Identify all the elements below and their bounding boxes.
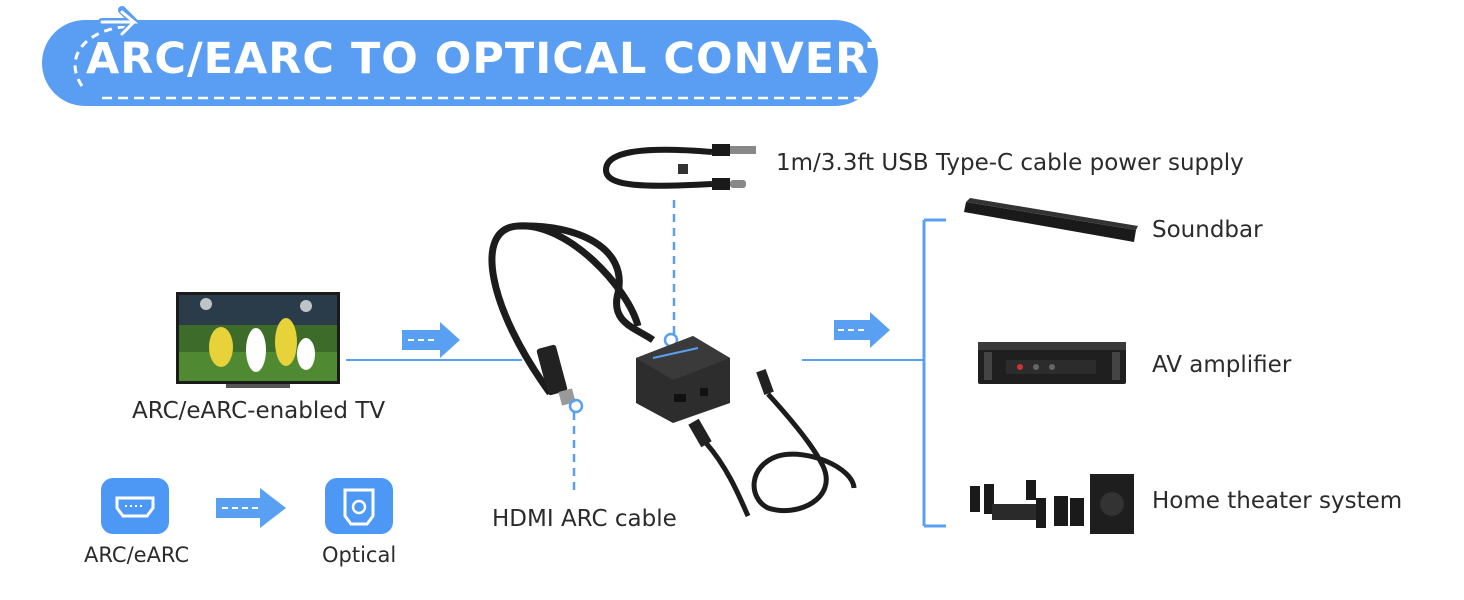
usb-cable-image (600, 140, 766, 204)
tv-label: ARC/eARC-enabled TV (132, 398, 386, 424)
home-theater-label: Home theater system (1152, 488, 1403, 514)
converter-device-image (478, 198, 864, 538)
usb-label: 1m/3.3ft USB Type-C cable power supply (776, 150, 1244, 176)
tv-arrow-connector (346, 322, 522, 361)
title-banner (42, 20, 878, 106)
soundbar-image (964, 198, 1138, 242)
page-title: ARC/EARC TO OPTICAL CONVERTER (86, 34, 963, 84)
output-connector (802, 218, 946, 528)
soundbar-label: Soundbar (1152, 217, 1263, 243)
legend-to-label: Optical (322, 543, 397, 567)
legend-from-label: ARC/eARC (84, 543, 190, 567)
hdmi-port-icon (101, 478, 169, 534)
banner-decoration (73, 6, 860, 100)
amplifier-image (978, 342, 1126, 384)
hdmi-label: HDMI ARC cable (492, 506, 677, 532)
hdmi-dashed-connector (572, 412, 576, 494)
optical-port-icon (325, 478, 393, 534)
tv-image (176, 292, 340, 392)
amplifier-label: AV amplifier (1152, 352, 1292, 378)
legend-arrow-icon (216, 488, 286, 528)
usb-dashed-connector (672, 200, 676, 336)
home-theater-image (970, 474, 1134, 534)
